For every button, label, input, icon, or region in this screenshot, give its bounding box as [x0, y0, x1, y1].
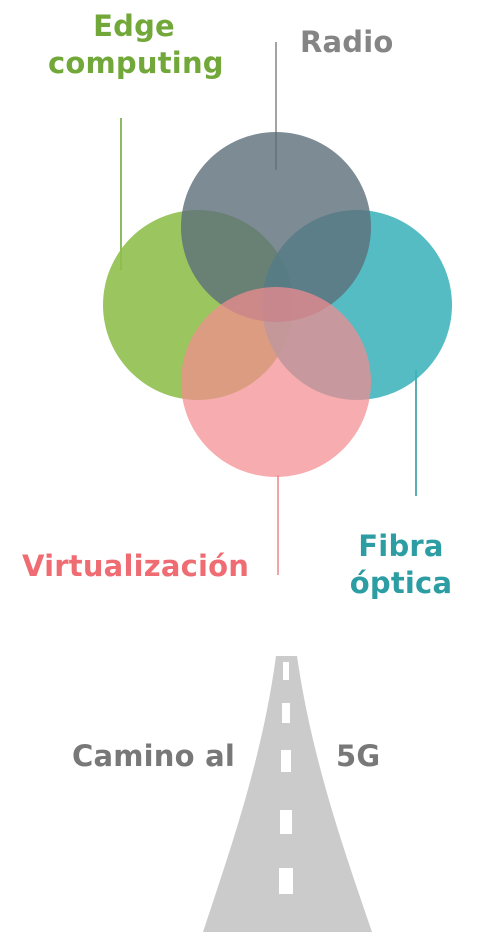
radio-label: Radio: [300, 25, 394, 59]
edge-label-line2: computing: [48, 46, 224, 80]
road-dash: [280, 810, 292, 834]
road-dash: [283, 662, 289, 680]
road-caption-right: 5G: [336, 739, 381, 773]
fibra-optica-label: Fibra óptica: [336, 528, 466, 602]
fibra-label-line1: Fibra: [358, 529, 444, 563]
radio-circle: [181, 132, 371, 322]
edge-computing-label: Edge computing: [48, 8, 224, 82]
virtualizacion-label: Virtualización: [22, 549, 250, 583]
road-dash: [279, 868, 293, 894]
virtualizacion-circle: [181, 287, 371, 477]
fibra-label-line2: óptica: [349, 566, 453, 600]
edge-label-line1: Edge: [93, 9, 175, 43]
road-dash: [281, 750, 291, 772]
road-caption-left: Camino al: [72, 739, 235, 773]
road-dash: [282, 703, 290, 723]
road-shape: [203, 656, 372, 932]
